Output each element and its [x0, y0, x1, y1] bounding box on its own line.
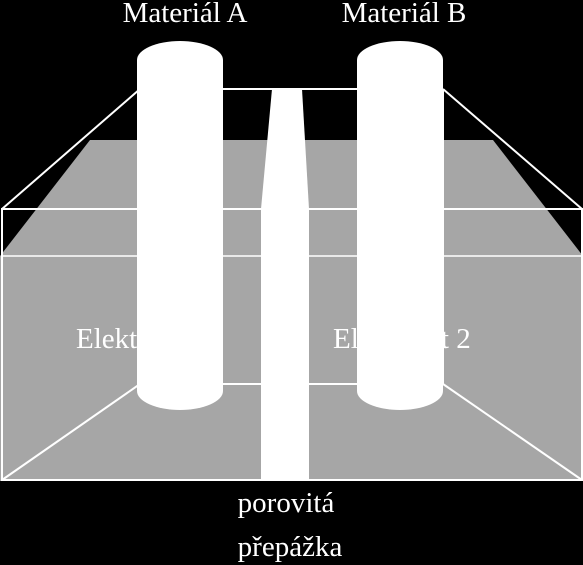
material-a-label: Materiál A — [123, 0, 248, 29]
container-left-bottom-edge — [1, 383, 141, 481]
container-right-bottom-edge — [442, 383, 583, 481]
separator-label-line2: přepážka — [238, 531, 343, 563]
porous-separator — [261, 89, 309, 481]
electrode-material-a — [137, 41, 223, 410]
electrode-b-body — [357, 60, 443, 391]
container-right-top-edge — [442, 88, 583, 210]
electrode-a-top — [137, 41, 223, 79]
electrode-a-bottom — [137, 372, 223, 410]
material-b-label: Materiál B — [342, 0, 467, 29]
electrode-a-body — [137, 60, 223, 391]
electrode-b-bottom — [357, 372, 443, 410]
separator-label-line1: porovitá — [238, 487, 335, 519]
container-left-top-edge — [1, 88, 141, 210]
electrode-material-b — [357, 41, 443, 410]
electrode-b-top — [357, 41, 443, 79]
